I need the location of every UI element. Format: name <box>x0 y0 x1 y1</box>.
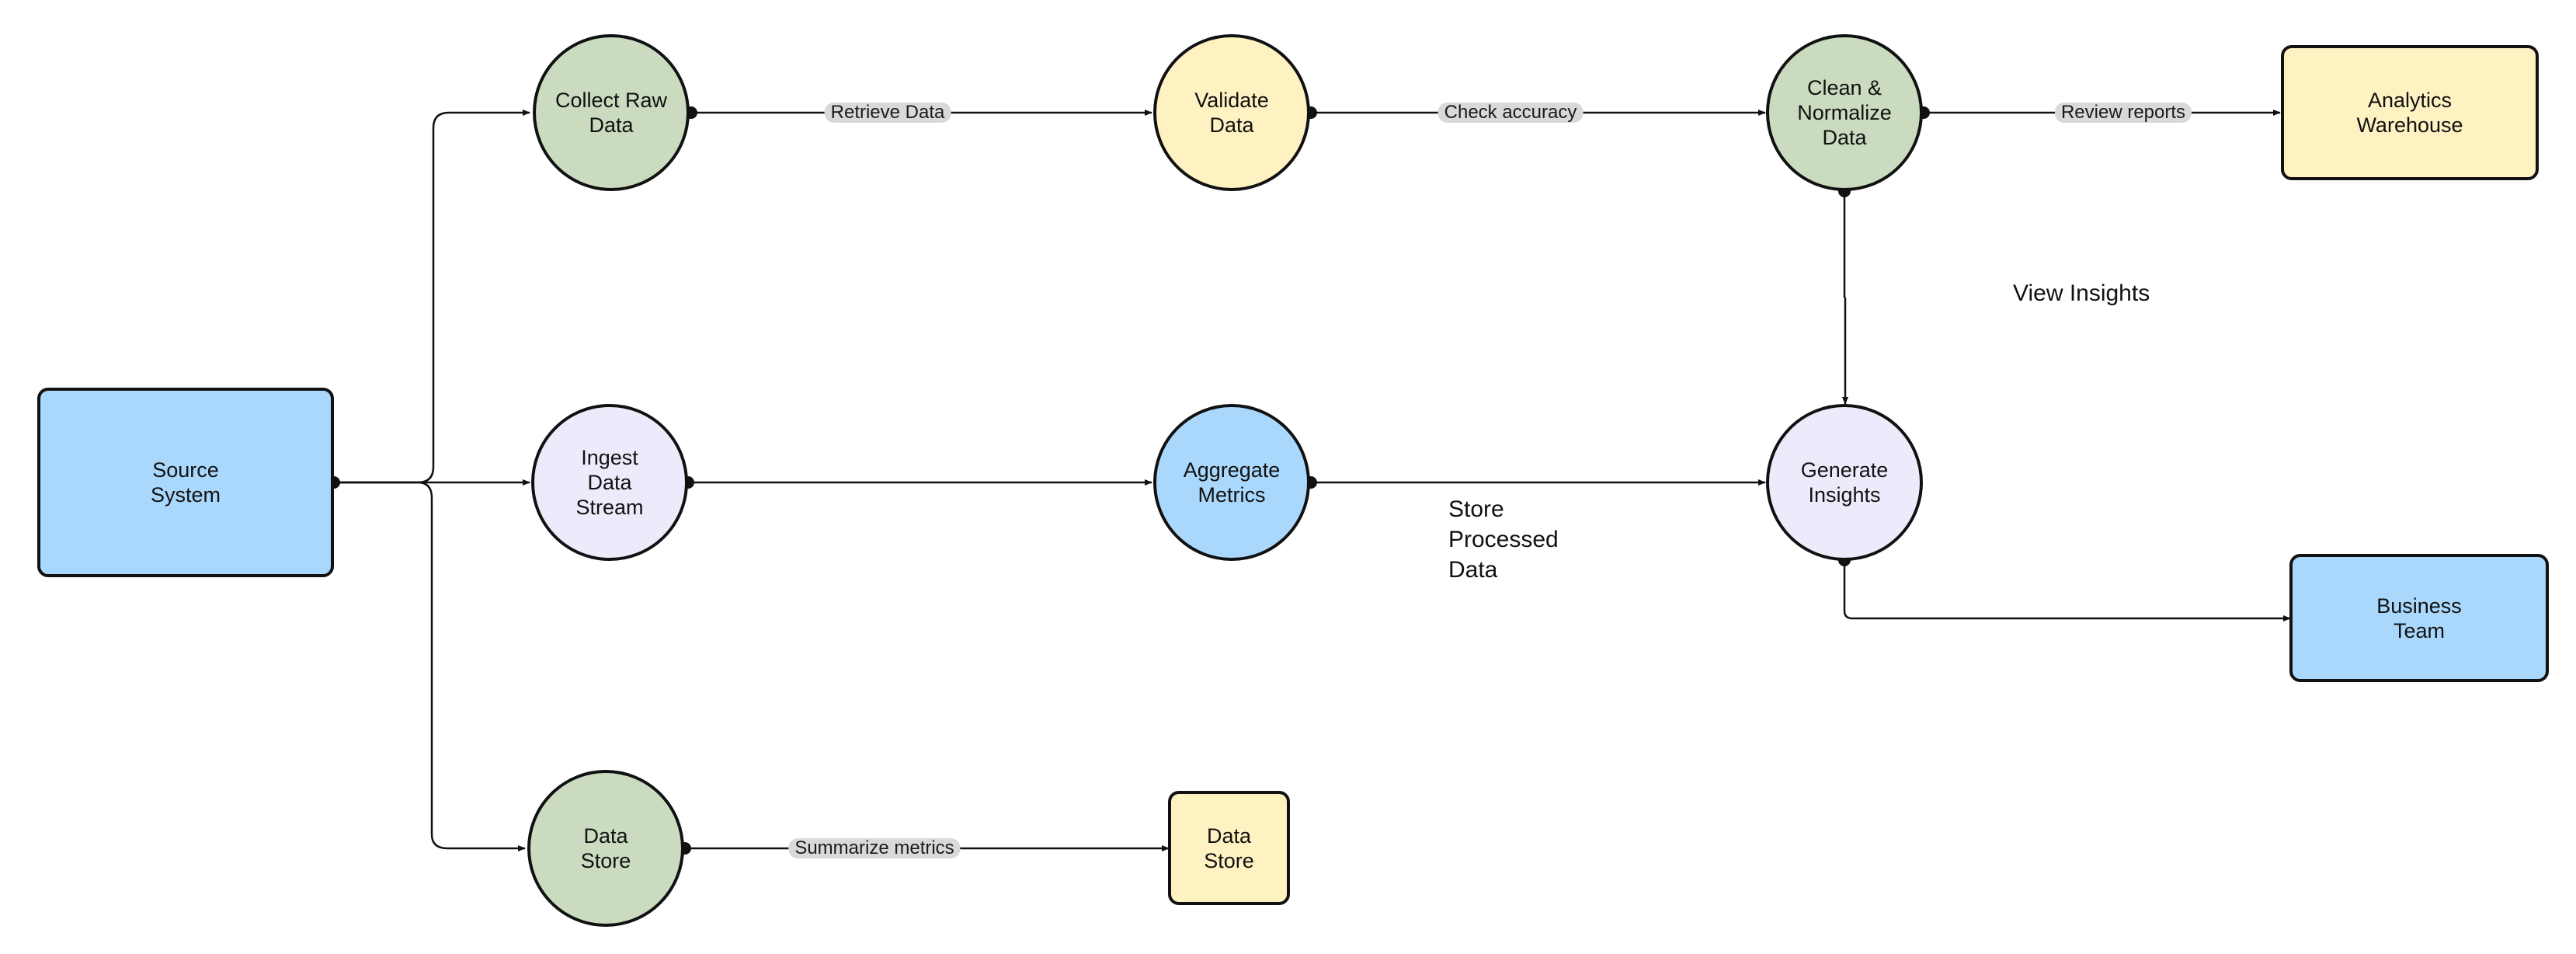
edge-generate-business <box>1843 560 2291 621</box>
node-analytics-warehouse[interactable]: Analytics Warehouse <box>2281 45 2539 180</box>
label-store-processed-data: Store Processed Data <box>1448 496 1559 583</box>
edge-label-summarize-metrics: Summarize metrics <box>788 838 961 858</box>
node-data-store-box[interactable]: Data Store <box>1168 791 1290 905</box>
edge-source-collect <box>334 110 530 484</box>
node-ingest-data-stream[interactable]: Ingest Data Stream <box>531 404 688 561</box>
node-aggregate-metrics[interactable]: Aggregate Metrics <box>1153 404 1310 561</box>
node-validate-data[interactable]: Validate Data <box>1153 34 1310 191</box>
edge-clean-generate <box>1842 191 1848 405</box>
label-view-insights: View Insights <box>2013 280 2150 306</box>
edge-source-datastore <box>334 481 526 851</box>
node-clean-normalize-data[interactable]: Clean & Normalize Data <box>1766 34 1923 191</box>
node-generate-insights[interactable]: Generate Insights <box>1766 404 1923 561</box>
node-source-system[interactable]: Source System <box>37 388 334 577</box>
edge-label-check-accuracy: Check accuracy <box>1437 103 1583 123</box>
node-collect-raw-data[interactable]: Collect Raw Data <box>533 34 690 191</box>
node-data-store-circle[interactable]: Data Store <box>527 770 684 927</box>
edge-label-review-reports: Review reports <box>2054 103 2192 123</box>
edge-label-retrieve-data: Retrieve Data <box>824 103 951 123</box>
node-business-team[interactable]: Business Team <box>2289 554 2549 682</box>
